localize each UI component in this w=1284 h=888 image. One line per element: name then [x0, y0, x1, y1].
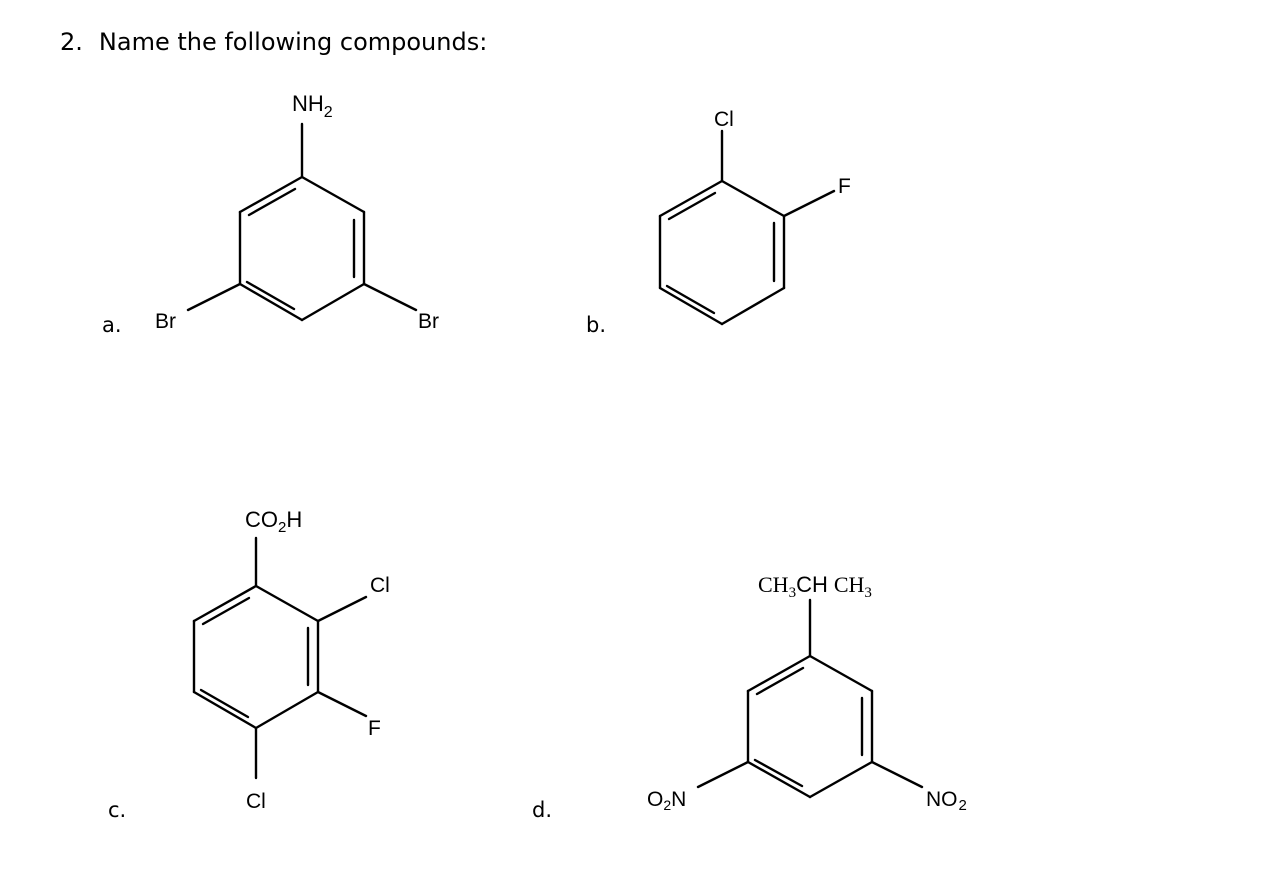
compound-a-amino-group: NH2 [292, 91, 333, 121]
compound-a-label: a. [102, 313, 122, 337]
compound-d-label: d. [532, 798, 553, 822]
compound-d-nitro-left: O2N [647, 788, 686, 813]
compound-b-label: b. [586, 313, 607, 337]
compound-a-bond-left [186, 282, 242, 312]
question-heading: 2. Name the following compounds: [60, 28, 487, 56]
compound-c-ring [192, 584, 320, 730]
compound-a-structure: NH2 Br Br [155, 91, 439, 333]
compound-b-structure: Cl F [658, 108, 851, 326]
compound-d-ring [746, 654, 874, 799]
compound-c-carboxyl-group: CO2H [245, 507, 302, 536]
question-number: 2. [60, 28, 83, 56]
compound-c-fluoro: F [368, 717, 381, 740]
compound-d-bond-right [870, 760, 924, 789]
compound-a-bromo-right: Br [418, 310, 439, 333]
compound-b-fluoro: F [838, 175, 851, 198]
compound-b-ring [658, 179, 786, 326]
compound-c-chloro-bottom: Cl [246, 790, 266, 813]
compound-a-ring [238, 175, 366, 322]
compound-c-chloro-right: Cl [370, 574, 390, 597]
compound-c-structure: CO2H Cl F Cl [192, 507, 390, 813]
compound-a-bromo-left: Br [155, 310, 176, 333]
compound-d-nitro-right: NO2 [926, 788, 967, 814]
compound-c-bond-right-bottom [316, 690, 368, 718]
compound-d-bond-left [696, 760, 750, 789]
compound-c-label: c. [108, 798, 127, 822]
compound-c-bond-right-top [316, 595, 368, 623]
question-text: Name the following compounds: [98, 28, 488, 56]
compound-b-bond-right [782, 189, 836, 218]
compound-b-chloro: Cl [714, 108, 734, 131]
compound-a-bond-right [362, 282, 418, 312]
